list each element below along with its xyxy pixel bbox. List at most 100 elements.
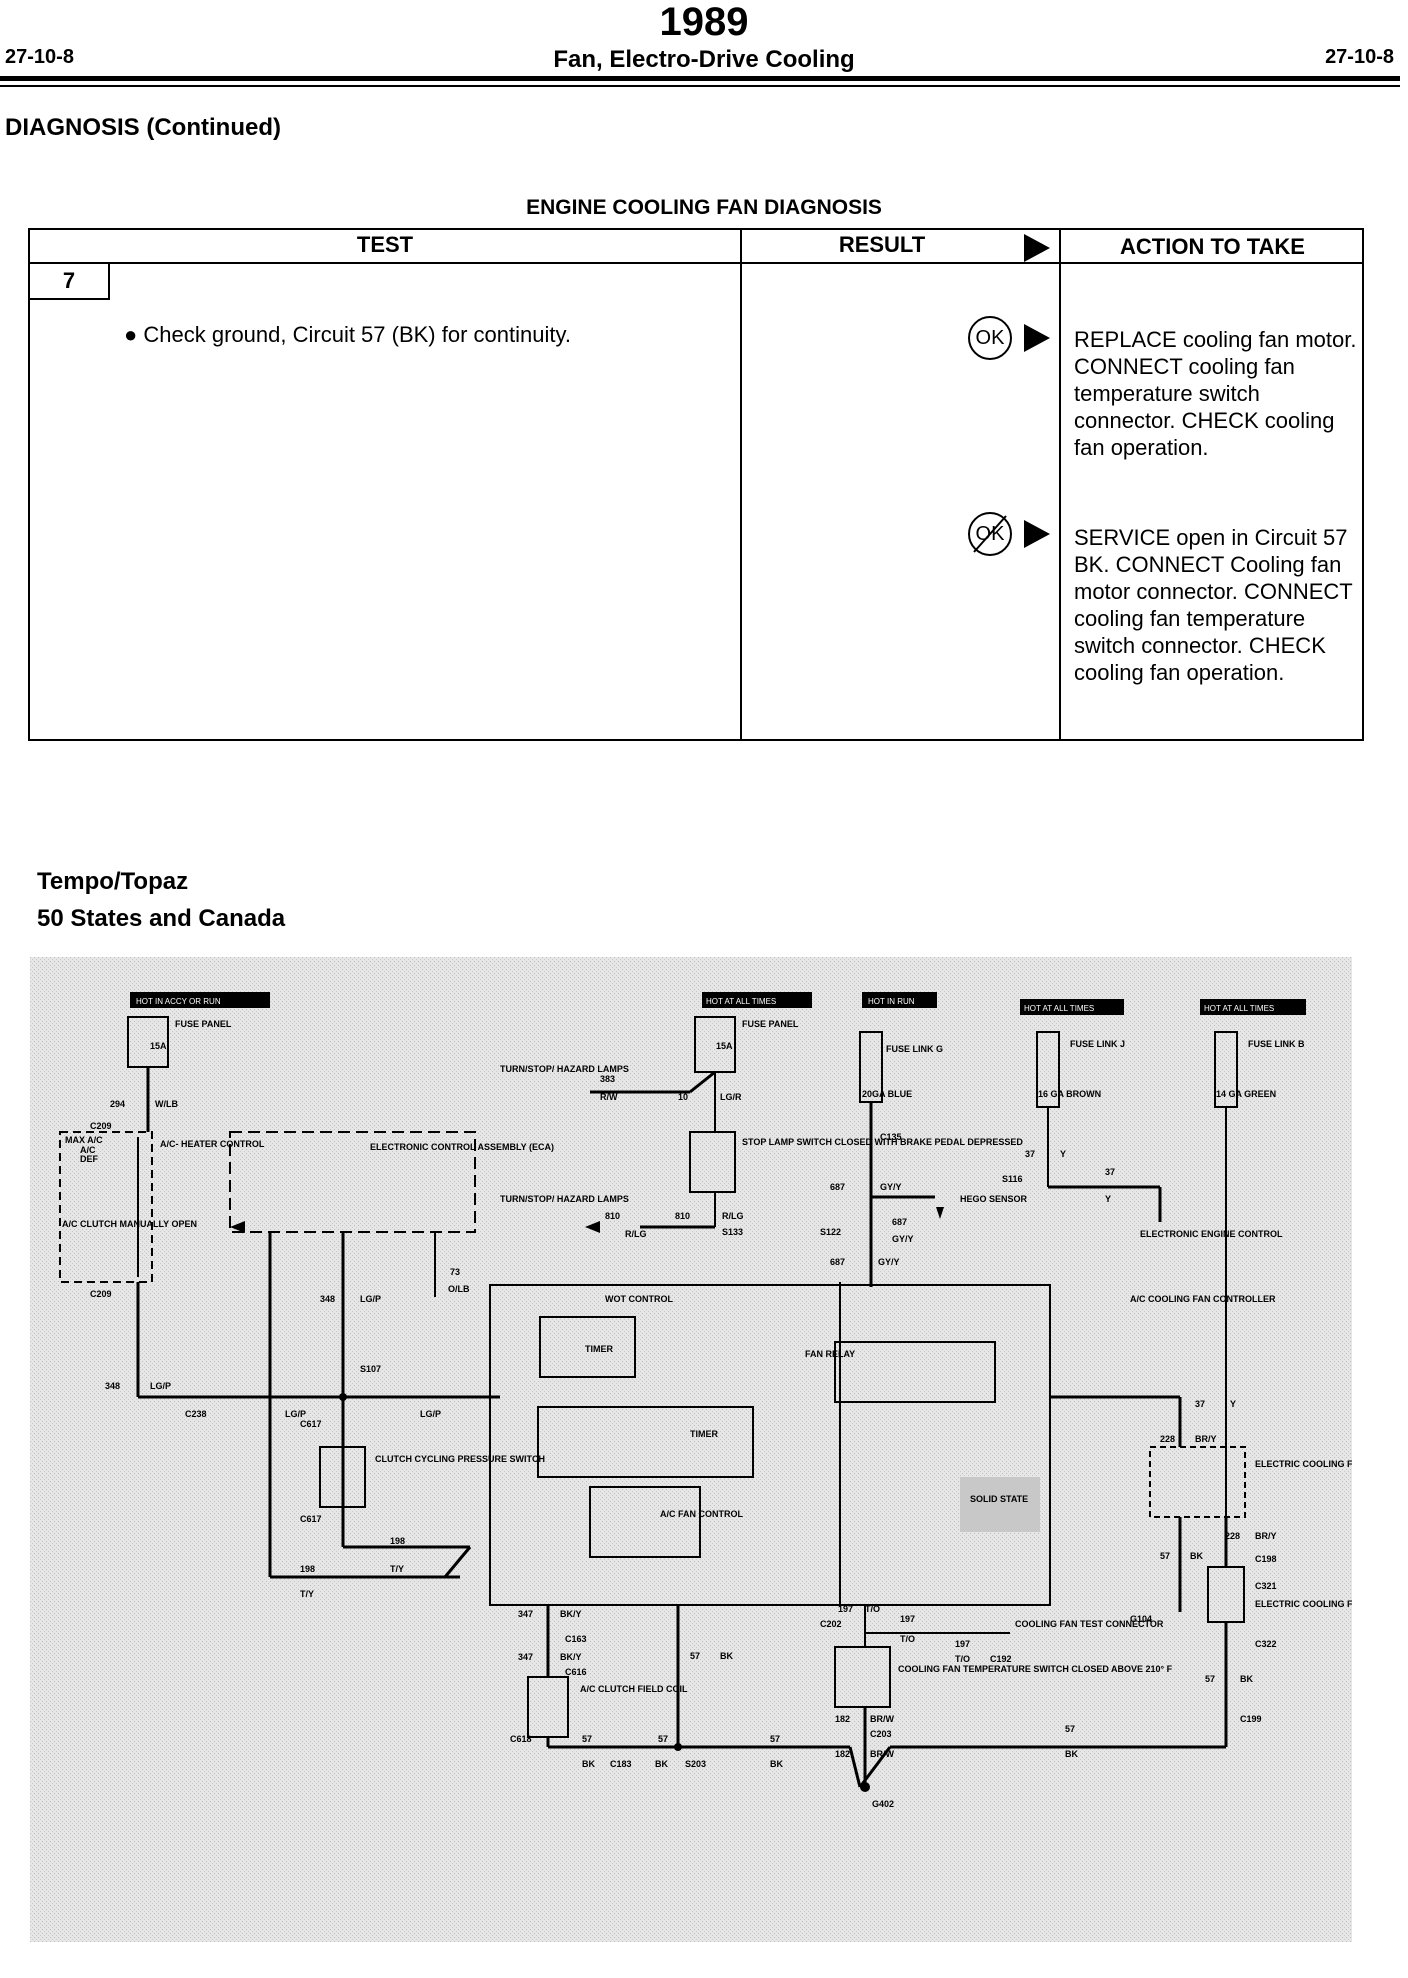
label: R/LG	[722, 1211, 744, 1221]
label: 687	[892, 1217, 907, 1227]
label: ELECTRIC COOLING FAN	[1255, 1599, 1352, 1609]
label: HEGO SENSOR	[960, 1194, 1028, 1204]
action-ok: REPLACE cooling fan motor. CONNECT cooli…	[1074, 327, 1357, 460]
label: COOLING FAN TEMPERATURE SWITCH CLOSED AB…	[898, 1664, 1173, 1674]
document-year: 1989	[659, 0, 749, 44]
label: 198	[390, 1536, 405, 1546]
label: A/C	[80, 1145, 96, 1155]
label: 37	[1105, 1167, 1115, 1177]
label: 348	[105, 1381, 120, 1391]
label: 348	[320, 1294, 335, 1304]
hot-label: HOT AT ALL TIMES	[706, 997, 776, 1006]
ok-result-icon: OK	[968, 316, 1012, 360]
label: Y	[1060, 1149, 1066, 1159]
label: SOLID STATE	[970, 1494, 1028, 1504]
label: TURN/STOP/ HAZARD LAMPS	[500, 1064, 629, 1074]
label: COOLING FAN TEST CONNECTOR	[1015, 1619, 1164, 1629]
label: ELECTRONIC CONTROL ASSEMBLY (ECA)	[370, 1142, 554, 1152]
label: S116	[1002, 1174, 1023, 1184]
label: FUSE LINK J	[1070, 1039, 1125, 1049]
label: BK/Y	[560, 1652, 582, 1662]
label: C203	[870, 1729, 892, 1739]
label: BK	[655, 1759, 668, 1769]
label: 57	[770, 1734, 780, 1744]
bullet-icon: ●	[124, 322, 144, 347]
label: S107	[360, 1364, 381, 1374]
label: 228	[1225, 1531, 1240, 1541]
label: 347	[518, 1652, 533, 1662]
label: C321	[1255, 1581, 1277, 1591]
column-header-test: TEST	[356, 232, 414, 257]
label: 810	[605, 1211, 620, 1221]
label: CLUTCH CYCLING PRESSURE SWITCH	[375, 1454, 545, 1464]
column-divider	[1059, 230, 1061, 739]
label: 810	[675, 1211, 690, 1221]
label: C199	[1240, 1714, 1262, 1724]
header-rule-thin	[0, 85, 1400, 87]
label: FAN RELAY	[805, 1349, 855, 1359]
label: 10	[678, 1092, 688, 1102]
test-step: ● Check ground, Circuit 57 (BK) for cont…	[124, 322, 571, 348]
label: TIMER	[690, 1429, 718, 1439]
table-title: ENGINE COOLING FAN DIAGNOSIS	[526, 196, 882, 219]
label: 57	[582, 1734, 592, 1744]
label: A/C- HEATER CONTROL	[160, 1139, 265, 1149]
label: R/LG	[625, 1229, 647, 1239]
label: 15A	[716, 1041, 733, 1051]
label: 383	[600, 1074, 615, 1084]
label: 20GA BLUE	[862, 1089, 912, 1099]
label: FUSE PANEL	[742, 1019, 799, 1029]
label: T/Y	[300, 1589, 314, 1599]
label: LG/P	[285, 1409, 306, 1419]
label: C183	[610, 1759, 632, 1769]
region-title: 50 States and Canada	[37, 905, 286, 932]
label: GY/Y	[880, 1182, 902, 1192]
label: A/C FAN CONTROL	[660, 1509, 743, 1519]
label: 294	[110, 1099, 125, 1109]
label: BR/Y	[1255, 1531, 1277, 1541]
label: G104	[1130, 1614, 1152, 1624]
label: GY/Y	[892, 1234, 914, 1244]
label: C135	[880, 1132, 902, 1142]
label: ELECTRONIC ENGINE CONTROL	[1140, 1229, 1283, 1239]
label: C192	[990, 1654, 1012, 1664]
label: 15A	[150, 1041, 167, 1051]
strike-icon	[973, 515, 1007, 553]
label: S203	[685, 1759, 706, 1769]
label: 37	[1025, 1149, 1035, 1159]
label: A/C CLUTCH MANUALLY OPEN	[62, 1219, 197, 1229]
label: TURN/STOP/ HAZARD LAMPS	[500, 1194, 629, 1204]
not-ok-result-icon: OK	[968, 512, 1012, 556]
hot-label: HOT IN ACCY OR RUN	[136, 997, 221, 1006]
label: FUSE LINK G	[886, 1044, 943, 1054]
label: T/O	[900, 1634, 915, 1644]
label: S133	[722, 1227, 743, 1237]
label: DEF	[80, 1154, 99, 1164]
label: BR/W	[870, 1714, 894, 1724]
label: BR/Y	[1195, 1434, 1217, 1444]
label: C618	[510, 1734, 532, 1744]
label: T/Y	[390, 1564, 404, 1574]
label: A/C CLUTCH FIELD COIL	[580, 1684, 688, 1694]
header-rule-thick	[0, 76, 1400, 81]
label: LG/R	[720, 1092, 742, 1102]
result-arrow-icon	[1024, 324, 1050, 352]
label: BK	[1190, 1551, 1203, 1561]
label: 37	[1195, 1399, 1205, 1409]
label: TIMER	[585, 1344, 613, 1354]
label: O/LB	[448, 1284, 470, 1294]
label: C322	[1255, 1639, 1277, 1649]
section-title: DIAGNOSIS (Continued)	[5, 114, 281, 141]
hot-label: HOT AT ALL TIMES	[1204, 1004, 1274, 1013]
label: ELECTRIC COOLING FAN RELAY	[1255, 1459, 1352, 1469]
label: BK	[582, 1759, 595, 1769]
label: 182	[835, 1749, 850, 1759]
label: LG/P	[420, 1409, 441, 1419]
label: A/C COOLING FAN CONTROLLER	[1130, 1294, 1276, 1304]
action-not-ok: SERVICE open in Circuit 57 BK. CONNECT C…	[1074, 525, 1353, 685]
label: G402	[872, 1799, 894, 1809]
label: BK	[770, 1759, 783, 1769]
document-title: Fan, Electro-Drive Cooling	[553, 46, 855, 73]
label: 198	[300, 1564, 315, 1574]
label: 687	[830, 1182, 845, 1192]
